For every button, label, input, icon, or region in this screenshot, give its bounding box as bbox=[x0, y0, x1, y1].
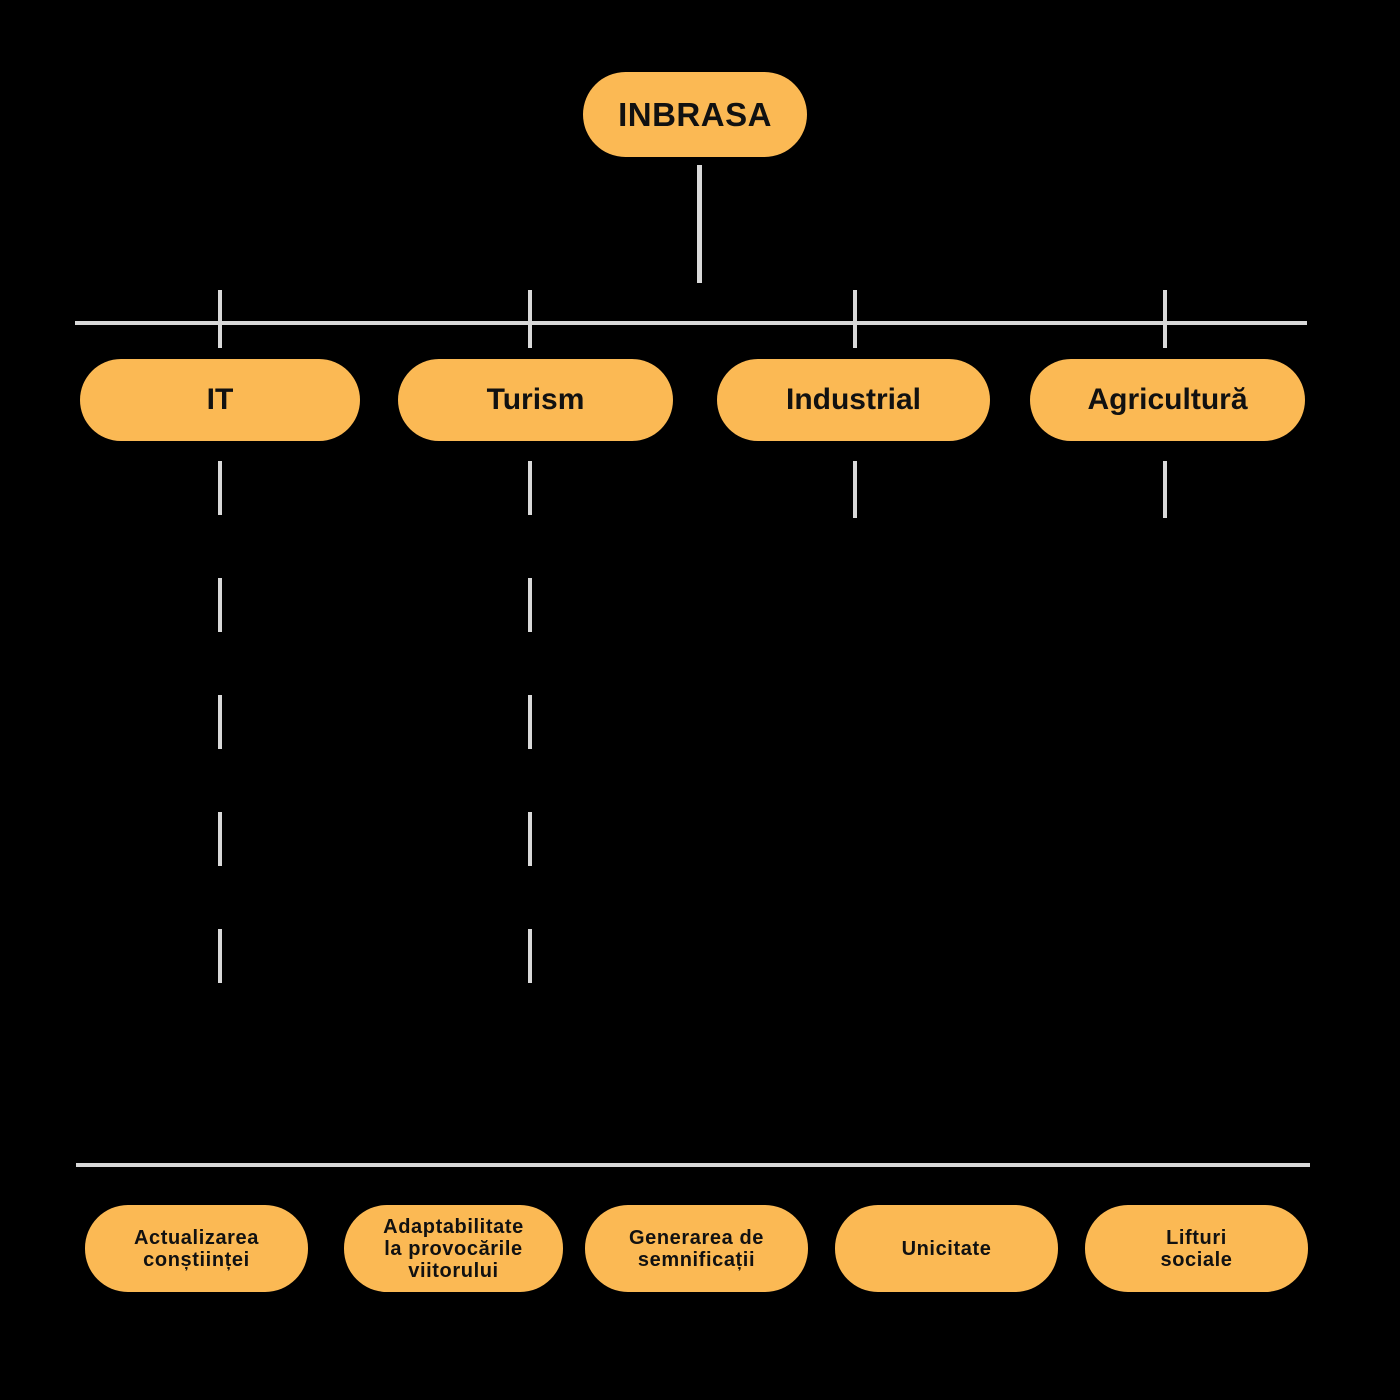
dropline-stub-industrial bbox=[853, 461, 857, 518]
values-separator-line bbox=[76, 1163, 1310, 1167]
value-node-actualizarea-constiintei: Actualizarea conștiinței bbox=[85, 1205, 308, 1292]
branch-node-it: IT bbox=[80, 359, 360, 441]
connector-tick-it bbox=[218, 290, 222, 348]
root-connector-line bbox=[697, 165, 702, 283]
branch-node-industrial: Industrial bbox=[717, 359, 990, 441]
root-node-inbrasa: INBRASA bbox=[583, 72, 807, 157]
dashed-dropline-turism bbox=[528, 461, 532, 983]
branch-node-agricultura: Agricultură bbox=[1030, 359, 1305, 441]
value-node-unicitate: Unicitate bbox=[835, 1205, 1058, 1292]
connector-tick-turism bbox=[528, 290, 532, 348]
value-node-generarea-de-semnificatii: Generarea de semnificații bbox=[585, 1205, 808, 1292]
branch-node-turism: Turism bbox=[398, 359, 673, 441]
connector-tick-industrial bbox=[853, 290, 857, 348]
value-node-lifturi-sociale: Lifturi sociale bbox=[1085, 1205, 1308, 1292]
dropline-stub-agricultura bbox=[1163, 461, 1167, 518]
connector-tick-agricultura bbox=[1163, 290, 1167, 348]
dashed-dropline-it bbox=[218, 461, 222, 983]
value-node-adaptabilitate: Adaptabilitate la provocările viitorului bbox=[344, 1205, 563, 1292]
branch-connector-hline bbox=[75, 321, 1307, 325]
